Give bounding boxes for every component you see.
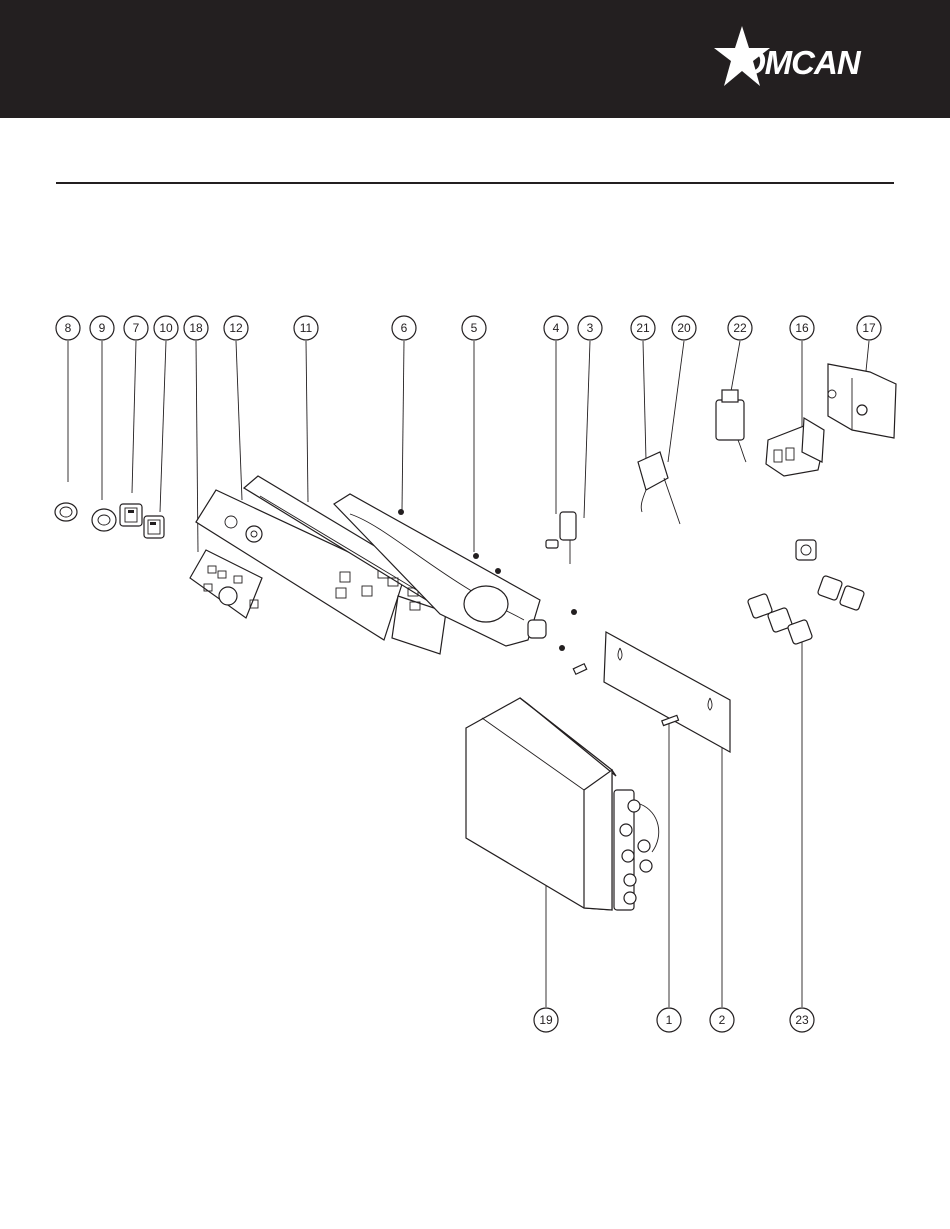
part-control-board xyxy=(190,550,262,618)
part-button-cap xyxy=(55,503,77,521)
callout-23: 23 xyxy=(790,1008,814,1032)
callout-11: 11 xyxy=(294,316,318,340)
svg-text:23: 23 xyxy=(795,1013,809,1027)
callout-20: 20 xyxy=(672,316,696,340)
svg-text:2: 2 xyxy=(719,1013,726,1027)
callout-2: 2 xyxy=(710,1008,734,1032)
svg-text:22: 22 xyxy=(733,321,747,335)
part-microswitch xyxy=(638,452,680,524)
callout-22: 22 xyxy=(728,316,752,340)
callout-21: 21 xyxy=(631,316,655,340)
callout-4: 4 xyxy=(544,316,568,340)
callout-17: 17 xyxy=(857,316,881,340)
callout-16: 16 xyxy=(790,316,814,340)
callout-12: 12 xyxy=(224,316,248,340)
leader-lines xyxy=(68,341,869,1007)
part-screw-small xyxy=(573,664,586,675)
part-enclosure-cover xyxy=(828,364,896,438)
callout-19: 19 xyxy=(534,1008,558,1032)
part-pressure-switch xyxy=(546,512,576,564)
svg-text:11: 11 xyxy=(300,321,313,335)
part-contact-block-7 xyxy=(120,504,142,526)
svg-text:10: 10 xyxy=(159,321,173,335)
callout-8: 8 xyxy=(56,316,80,340)
callout-3: 3 xyxy=(578,316,602,340)
callout-1: 1 xyxy=(657,1008,681,1032)
svg-text:3: 3 xyxy=(587,321,594,335)
callout-7: 7 xyxy=(124,316,148,340)
part-cable-glands xyxy=(747,540,865,645)
svg-text:4: 4 xyxy=(553,321,560,335)
svg-text:6: 6 xyxy=(401,321,408,335)
svg-text:7: 7 xyxy=(133,321,140,335)
svg-text:12: 12 xyxy=(229,321,243,335)
svg-text:18: 18 xyxy=(189,321,203,335)
svg-text:19: 19 xyxy=(539,1013,553,1027)
svg-text:16: 16 xyxy=(795,321,809,335)
svg-text:20: 20 xyxy=(677,321,691,335)
callout-9: 9 xyxy=(90,316,114,340)
part-contactor xyxy=(766,418,824,476)
part-mushroom-button xyxy=(92,509,116,531)
callout-6: 6 xyxy=(392,316,416,340)
callout-5: 5 xyxy=(462,316,486,340)
svg-text:5: 5 xyxy=(471,321,478,335)
callout-18: 18 xyxy=(184,316,208,340)
svg-text:21: 21 xyxy=(636,321,650,335)
svg-text:17: 17 xyxy=(862,321,876,335)
part-electrical-box xyxy=(466,698,659,910)
part-relay xyxy=(716,390,746,462)
callout-10: 10 xyxy=(154,316,178,340)
part-contact-block-10 xyxy=(144,516,164,538)
svg-text:1: 1 xyxy=(666,1013,673,1027)
svg-text:8: 8 xyxy=(65,321,72,335)
svg-text:9: 9 xyxy=(99,321,106,335)
part-mounting-plate xyxy=(604,632,730,752)
